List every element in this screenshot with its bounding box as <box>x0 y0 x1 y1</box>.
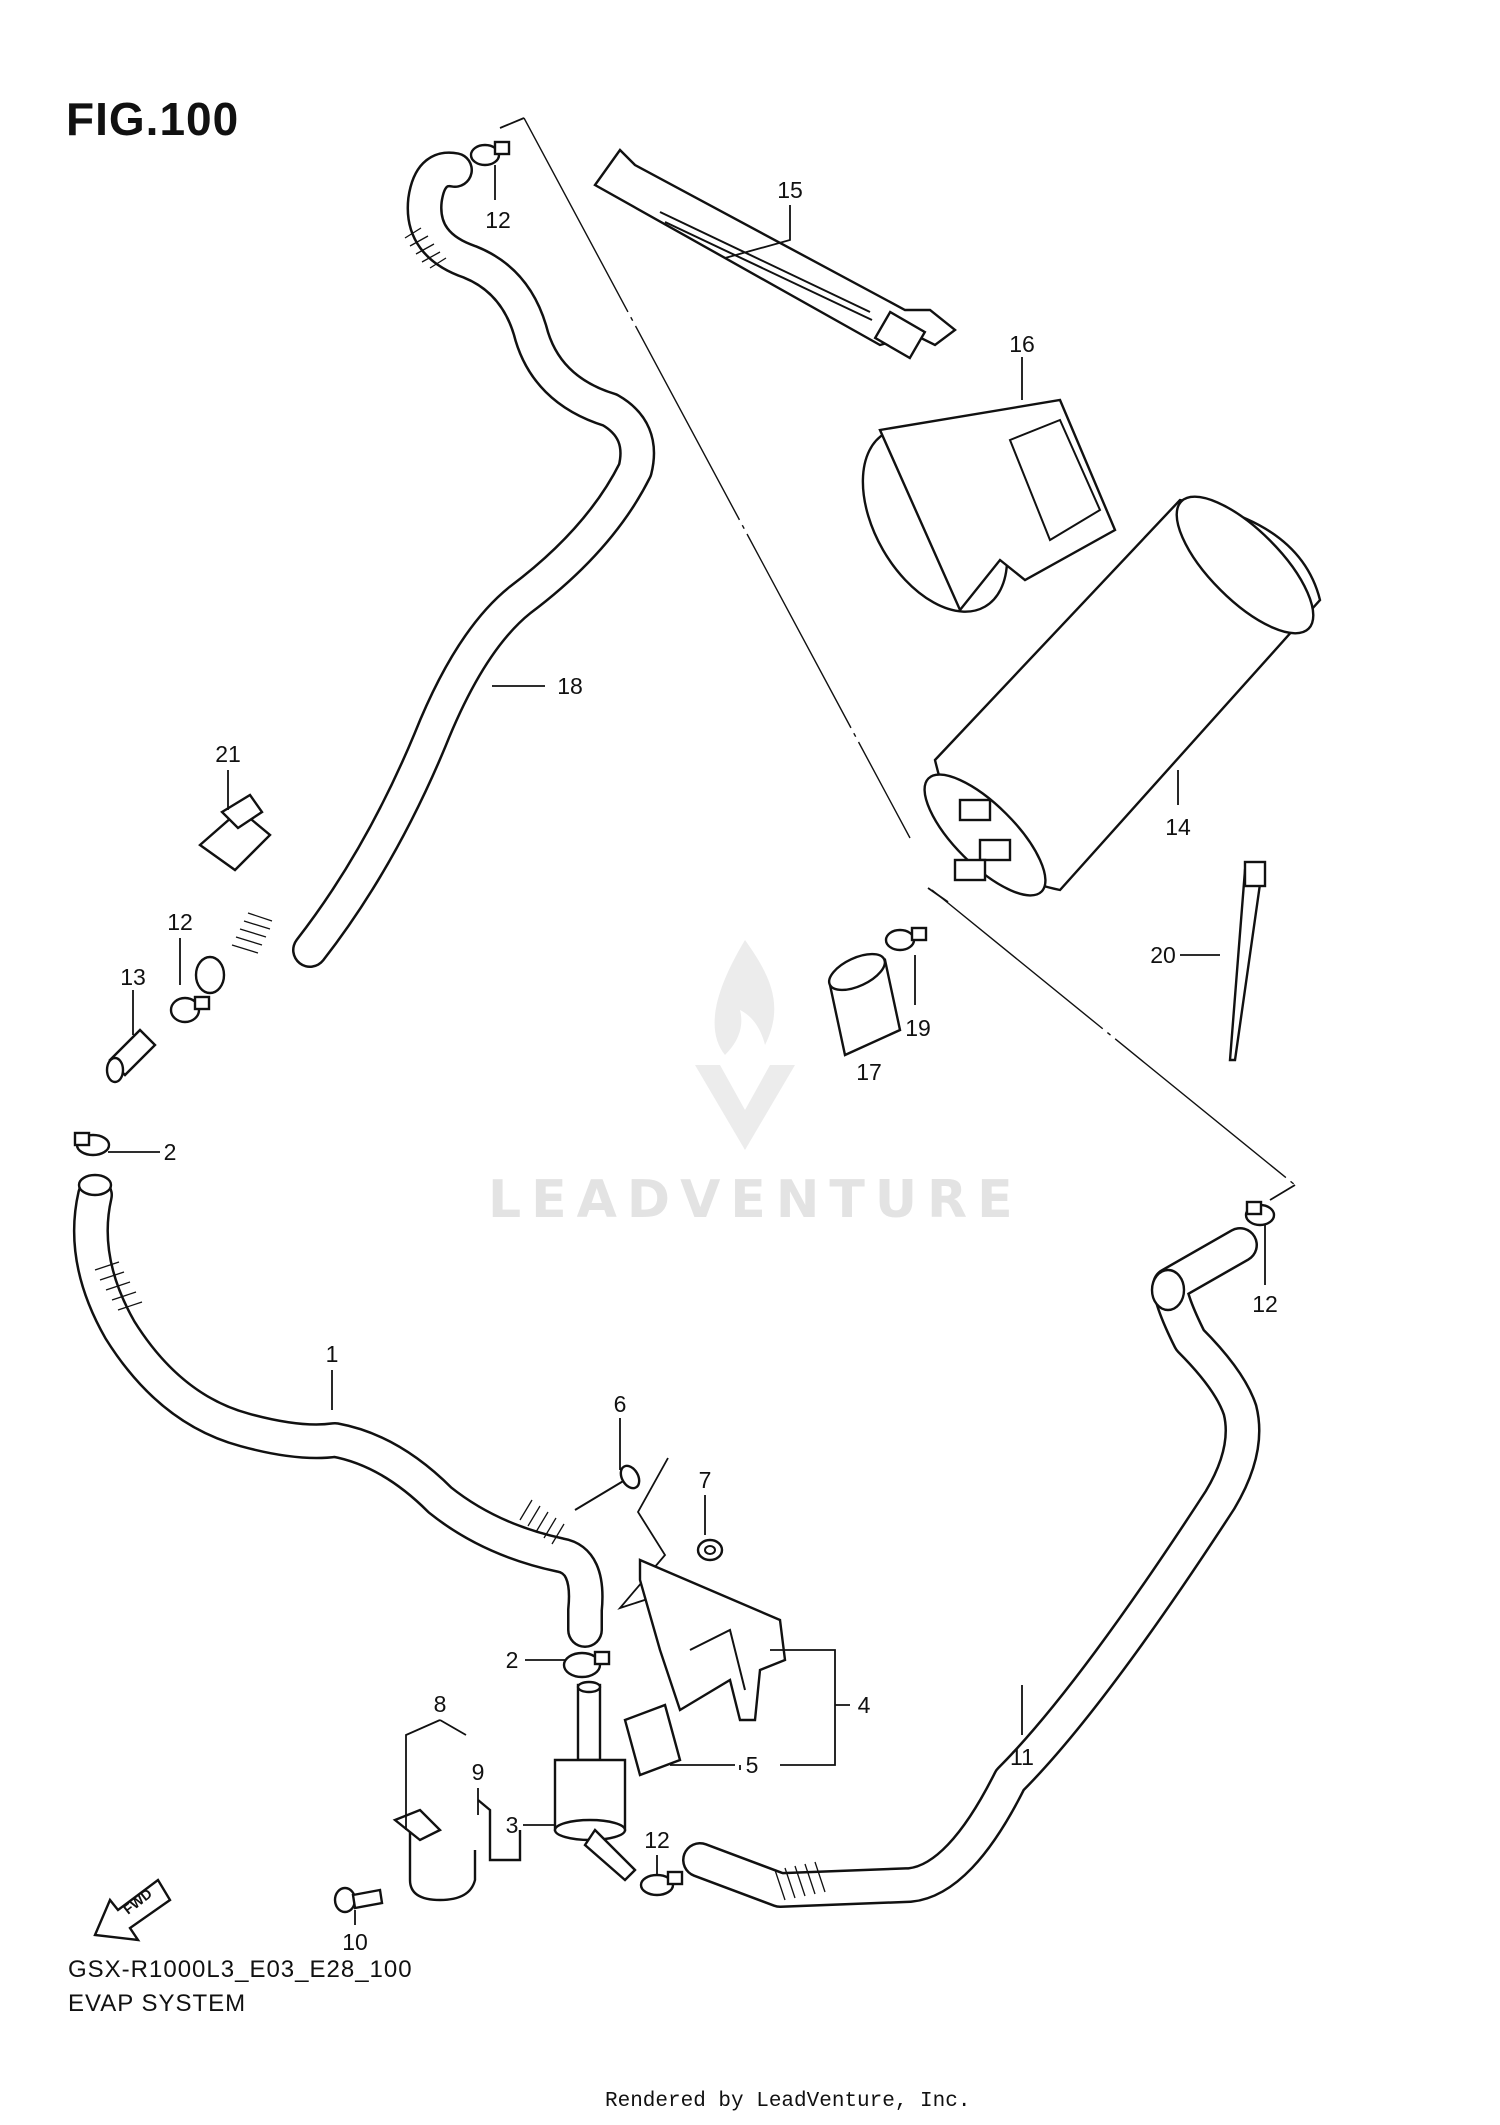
callout-5: 5 <box>746 1752 759 1778</box>
bracket-4 <box>638 1558 787 1722</box>
leader-8 <box>405 1719 467 1830</box>
callout-12d: 12 <box>644 1827 670 1853</box>
callout-1: 1 <box>326 1341 339 1367</box>
clip-21 <box>198 793 272 872</box>
clamp-9 <box>477 1799 522 1862</box>
leader-5 <box>670 1764 741 1770</box>
callout-9: 9 <box>472 1759 485 1785</box>
clamp-12-right <box>1244 1200 1276 1227</box>
leadventure-logo-watermark <box>695 940 795 1150</box>
leader-short-corner-2 <box>927 887 949 903</box>
callout-12a: 12 <box>485 207 511 233</box>
model-code: GSX-R1000L3_E03_E28_100 <box>68 1956 413 1983</box>
leader-short-corner-3 <box>1269 1184 1296 1201</box>
callout-4: 4 <box>858 1692 871 1718</box>
callout-21: 21 <box>215 741 241 767</box>
callout-7: 7 <box>699 1467 712 1493</box>
callout-12b: 12 <box>167 909 193 935</box>
callout-3: 3 <box>506 1812 519 1838</box>
strap-15 <box>593 148 957 360</box>
callout-14: 14 <box>1165 814 1191 840</box>
leader-15 <box>724 205 791 259</box>
pipe-13 <box>105 1028 157 1084</box>
clamp-12-bottom <box>639 1870 684 1897</box>
leader-dashed-upper <box>523 117 911 839</box>
screw-10 <box>333 1886 384 1914</box>
clamp-19 <box>884 926 928 952</box>
watermark-text: LEADVENTURE <box>488 1170 1023 1230</box>
clamp-2-mid <box>562 1650 611 1679</box>
render-credit: Rendered by LeadVenture, Inc. <box>605 2090 971 2113</box>
callout-10: 10 <box>342 1929 368 1955</box>
callout-12c: 12 <box>1252 1291 1278 1317</box>
cap-17 <box>827 952 902 1057</box>
hose-1 <box>72 1173 604 1648</box>
callout-18: 18 <box>557 673 583 699</box>
clamp-2-top <box>73 1131 111 1157</box>
callout-16: 16 <box>1009 331 1035 357</box>
clamp-8 <box>392 1808 477 1902</box>
callout-20: 20 <box>1150 942 1176 968</box>
callout-11: 11 <box>1010 1744 1034 1770</box>
washer-7 <box>696 1538 724 1562</box>
clamp-12-left <box>169 995 211 1024</box>
clamp-12-top <box>469 140 511 167</box>
callout-19: 19 <box>905 1015 931 1041</box>
callout-6: 6 <box>614 1391 627 1417</box>
clip-5 <box>623 1703 682 1777</box>
figure-title: FIG.100 <box>66 93 240 145</box>
section-name: EVAP SYSTEM <box>68 1990 247 2017</box>
valve-3 <box>553 1680 637 1882</box>
bracket-leader-zigzag <box>617 1457 669 1610</box>
callout-2b: 2 <box>506 1647 519 1673</box>
fwd-direction-arrow <box>93 1878 172 1942</box>
leader-dashed-lower <box>931 889 1296 1186</box>
callout-17: 17 <box>856 1059 882 1085</box>
callout-8: 8 <box>434 1691 447 1717</box>
cap-16 <box>861 398 1117 613</box>
leader-4 <box>770 1649 850 1766</box>
hose-11 <box>682 1227 1261 1908</box>
hose-18 <box>194 151 656 995</box>
callout-13: 13 <box>120 964 146 990</box>
tie-20 <box>1228 860 1267 1062</box>
callout-15: 15 <box>777 177 803 203</box>
leader-short-corner <box>499 117 525 129</box>
callout-2a: 2 <box>164 1139 177 1165</box>
rivet-6 <box>574 1464 641 1511</box>
canister-14 <box>923 495 1322 897</box>
